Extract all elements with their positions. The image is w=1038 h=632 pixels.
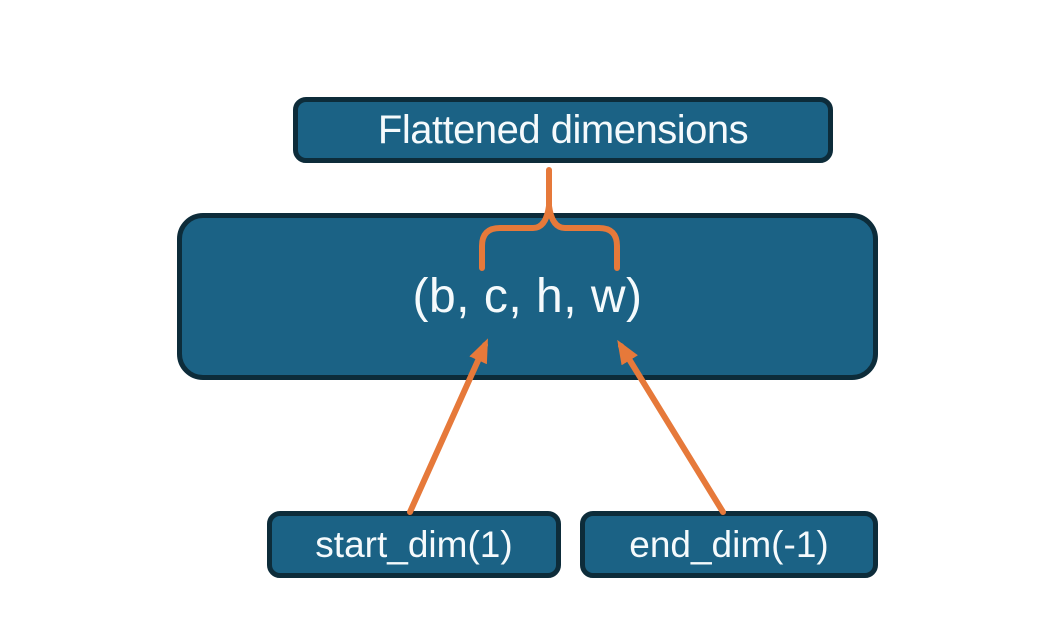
node-tensor-shape: (b, c, h, w) xyxy=(177,213,878,380)
start-dim-label: start_dim(1) xyxy=(315,524,513,565)
flattened-dimensions-label: Flattened dimensions xyxy=(377,108,749,152)
node-flattened-dimensions: Flattened dimensions xyxy=(293,97,833,163)
end-dim-label: end_dim(-1) xyxy=(629,524,829,565)
tensor-shape-label: (b, c, h, w) xyxy=(412,269,643,323)
node-start-dim: start_dim(1) xyxy=(267,511,561,578)
node-end-dim: end_dim(-1) xyxy=(580,511,878,578)
